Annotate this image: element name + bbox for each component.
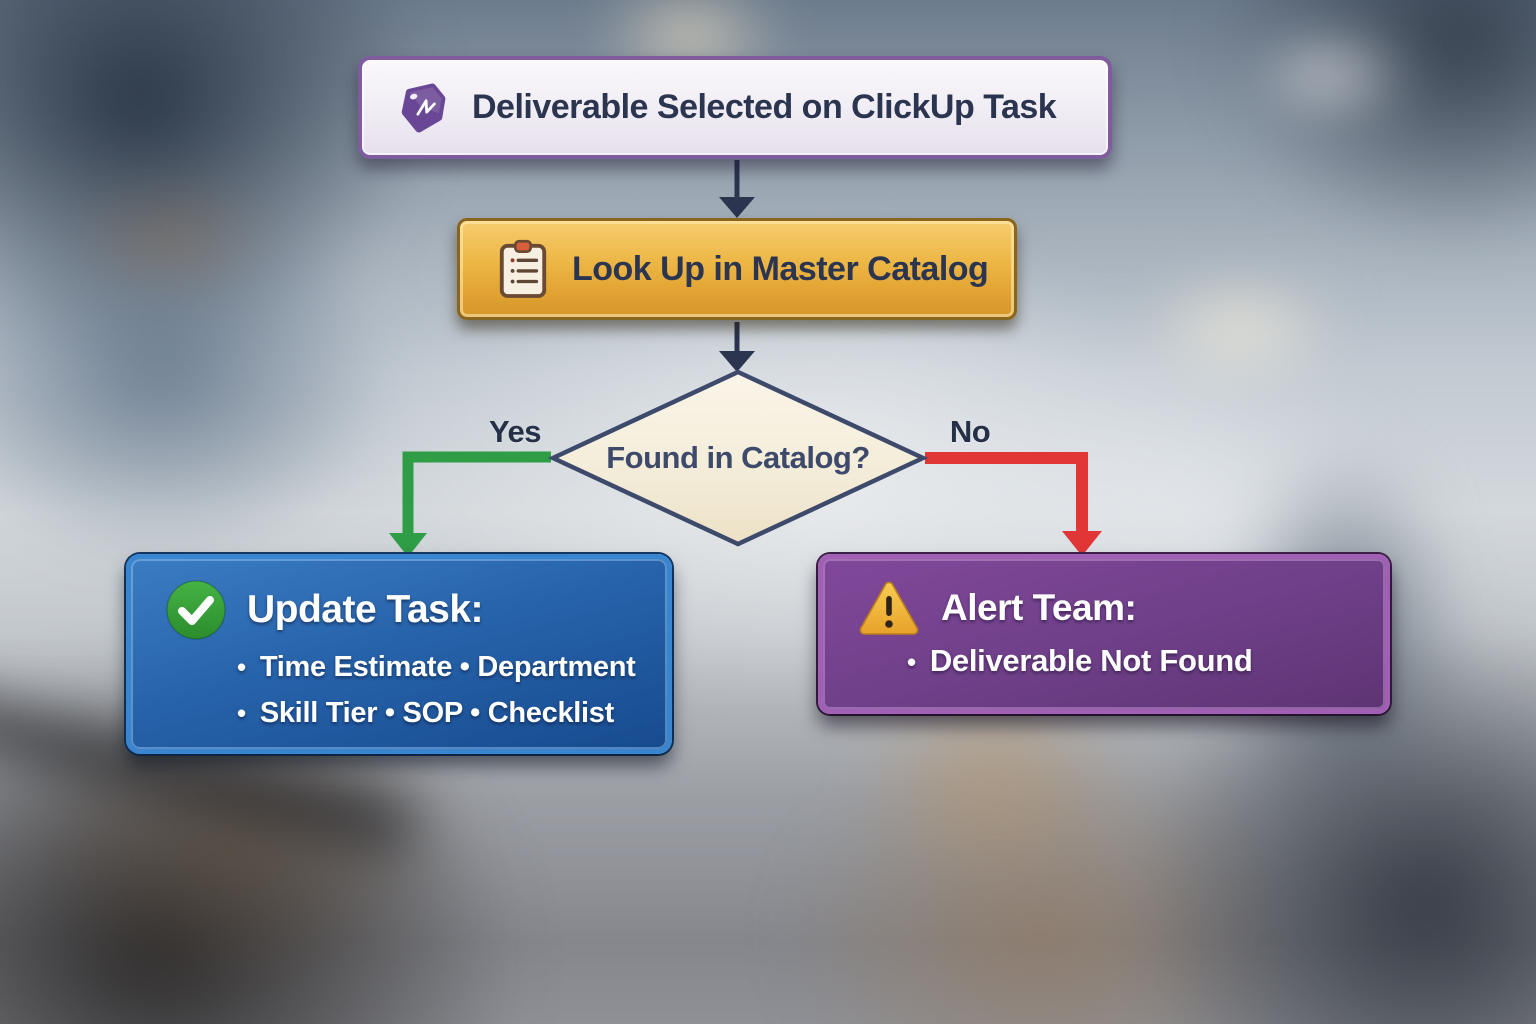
decision-diamond-shape [547,369,929,547]
bullet-marker: • [907,647,916,677]
update-task-bullet-1: • Time Estimate • Department [237,651,667,684]
lookup-label: Look Up in Master Catalog [572,249,989,288]
node-decision-found-in-catalog: Found in Catalog? [540,360,936,556]
clickup-tag-icon [401,83,446,132]
check-circle-icon [166,580,226,640]
warning-icon [859,581,919,635]
update-task-bullet-2: • Skill Tier • SOP • Checklist [237,697,667,730]
node-alert-team: Alert Team: • Deliverable Not Found [818,554,1390,714]
no-branch-label: No [949,414,991,449]
alert-team-title: Alert Team: [941,587,1137,628]
clipboard-icon [499,239,547,298]
update-task-title: Update Task: [247,588,484,631]
bullet-marker: • [237,698,246,728]
update-task-bullet-2-text: Skill Tier • SOP • Checklist [259,697,614,729]
start-label: Deliverable Selected on ClickUp Task [472,88,1057,126]
update-task-bullet-1-text: Time Estimate • Department [259,651,636,683]
node-start-deliverable-selected: Deliverable Selected on ClickUp Task [358,56,1112,159]
alert-team-bullet-1: • Deliverable Not Found [907,643,1385,679]
yes-branch-label: Yes [489,414,541,449]
alert-team-bullet-1-text: Deliverable Not Found [929,643,1253,678]
decision-label: Found in Catalog? [606,440,870,475]
bullet-marker: • [237,652,246,682]
node-update-task: Update Task: • Time Estimate • Departmen… [126,554,672,754]
node-lookup-master-catalog: Look Up in Master Catalog [457,218,1017,320]
